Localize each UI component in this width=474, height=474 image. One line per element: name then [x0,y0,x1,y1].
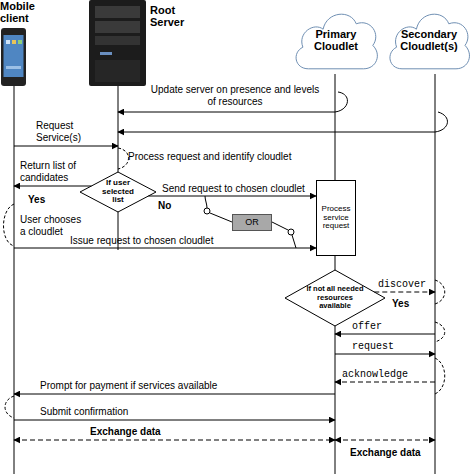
message-arrow [335,382,435,383]
phone-app [18,40,22,44]
message-arrow [335,440,435,441]
node-text: Mobile client [0,0,44,25]
drive-bay [95,36,140,45]
server-body [89,0,146,86]
message-label: Return list of candidates [20,160,90,183]
message-arrow [148,196,316,197]
phone-app [12,40,16,44]
drive-bay [95,21,140,33]
message-label: Exchange data [90,426,210,438]
message-arrow [14,248,316,249]
note-label: User chooses a cloudlet [20,214,82,237]
phone-dock [6,66,21,69]
process-bracket [118,148,129,169]
message-label: Submit confirmation [40,406,240,418]
branch-label: Yes [28,194,58,206]
phone-screen [4,35,24,77]
message-label: request [352,341,412,353]
message-arrow [118,112,335,113]
cloudlet-cloud: Secondary Cloudlet(s) [384,4,474,76]
node-text: If not all needed resources available [305,285,365,310]
drive-bay [95,6,140,18]
node-text: Process service request [317,205,355,232]
message-arrow [14,186,91,187]
node-text: OR [245,217,259,227]
self-loop [435,112,447,132]
diamond-path [80,172,156,212]
process-box: Process service request [316,180,356,256]
server-icon [89,0,146,86]
self-loop [335,92,347,112]
choice-bracket [4,204,15,246]
message-arrow [335,354,435,355]
or-wire [210,213,232,222]
node-text: If user selected list [96,179,140,206]
note-label: Process request and identify cloudlet [128,151,318,163]
node-text: Root Server [150,4,196,29]
or-box: OR [232,214,272,231]
junction-circle [204,208,210,214]
junction-circle [288,229,294,235]
lifeline [435,74,436,474]
message-label: Request Service(s) [36,120,98,143]
or-wire [292,235,296,248]
message-arrow [118,132,435,133]
phone-body [1,28,26,86]
message-label: Send request to chosen cloudlet [162,183,322,195]
phone-app [6,40,10,44]
node-text: Secondary Cloudlet(s) [393,28,465,53]
cloudlet-cloud: Primary Cloudlet [290,4,382,76]
message-label: Prompt for payment if services available [40,380,290,392]
participant-label: Mobile client [0,0,44,28]
decision-diamond: If user selected list [80,172,156,212]
message-label: Exchange data [350,447,450,459]
branch-label: No [158,200,188,212]
activation-loop [435,280,445,304]
payment-bracket [5,396,14,418]
phone-icon [1,28,26,86]
message-label: offer [352,321,412,333]
message-label: Issue request to chosen cloudlet [70,235,240,247]
message-arrow [14,440,335,441]
activation-loop [435,358,445,394]
message-arrow [14,420,335,421]
cloud-path [296,14,377,69]
activation-loop [435,322,445,342]
message-label: discover [378,279,438,291]
message-arrow [14,146,118,147]
lifeline [14,86,15,474]
message-arrow [374,292,435,293]
or-wire [272,222,288,230]
message-label: Update server on presence and levels of … [150,84,320,107]
branch-label: Yes [392,298,422,310]
diamond-path [285,270,385,326]
server-badge [100,52,112,55]
or-wire [205,196,207,208]
message-label: acknowledge [342,369,432,381]
decision-diamond: If not all needed resources available [285,270,385,326]
participant-label: Root Server [150,4,196,34]
lifeline [118,86,119,250]
server-vent [95,60,140,82]
node-text: Primary Cloudlet [300,28,372,53]
message-arrow [14,394,335,395]
cloud-path [390,14,470,69]
message-arrow [335,334,435,335]
